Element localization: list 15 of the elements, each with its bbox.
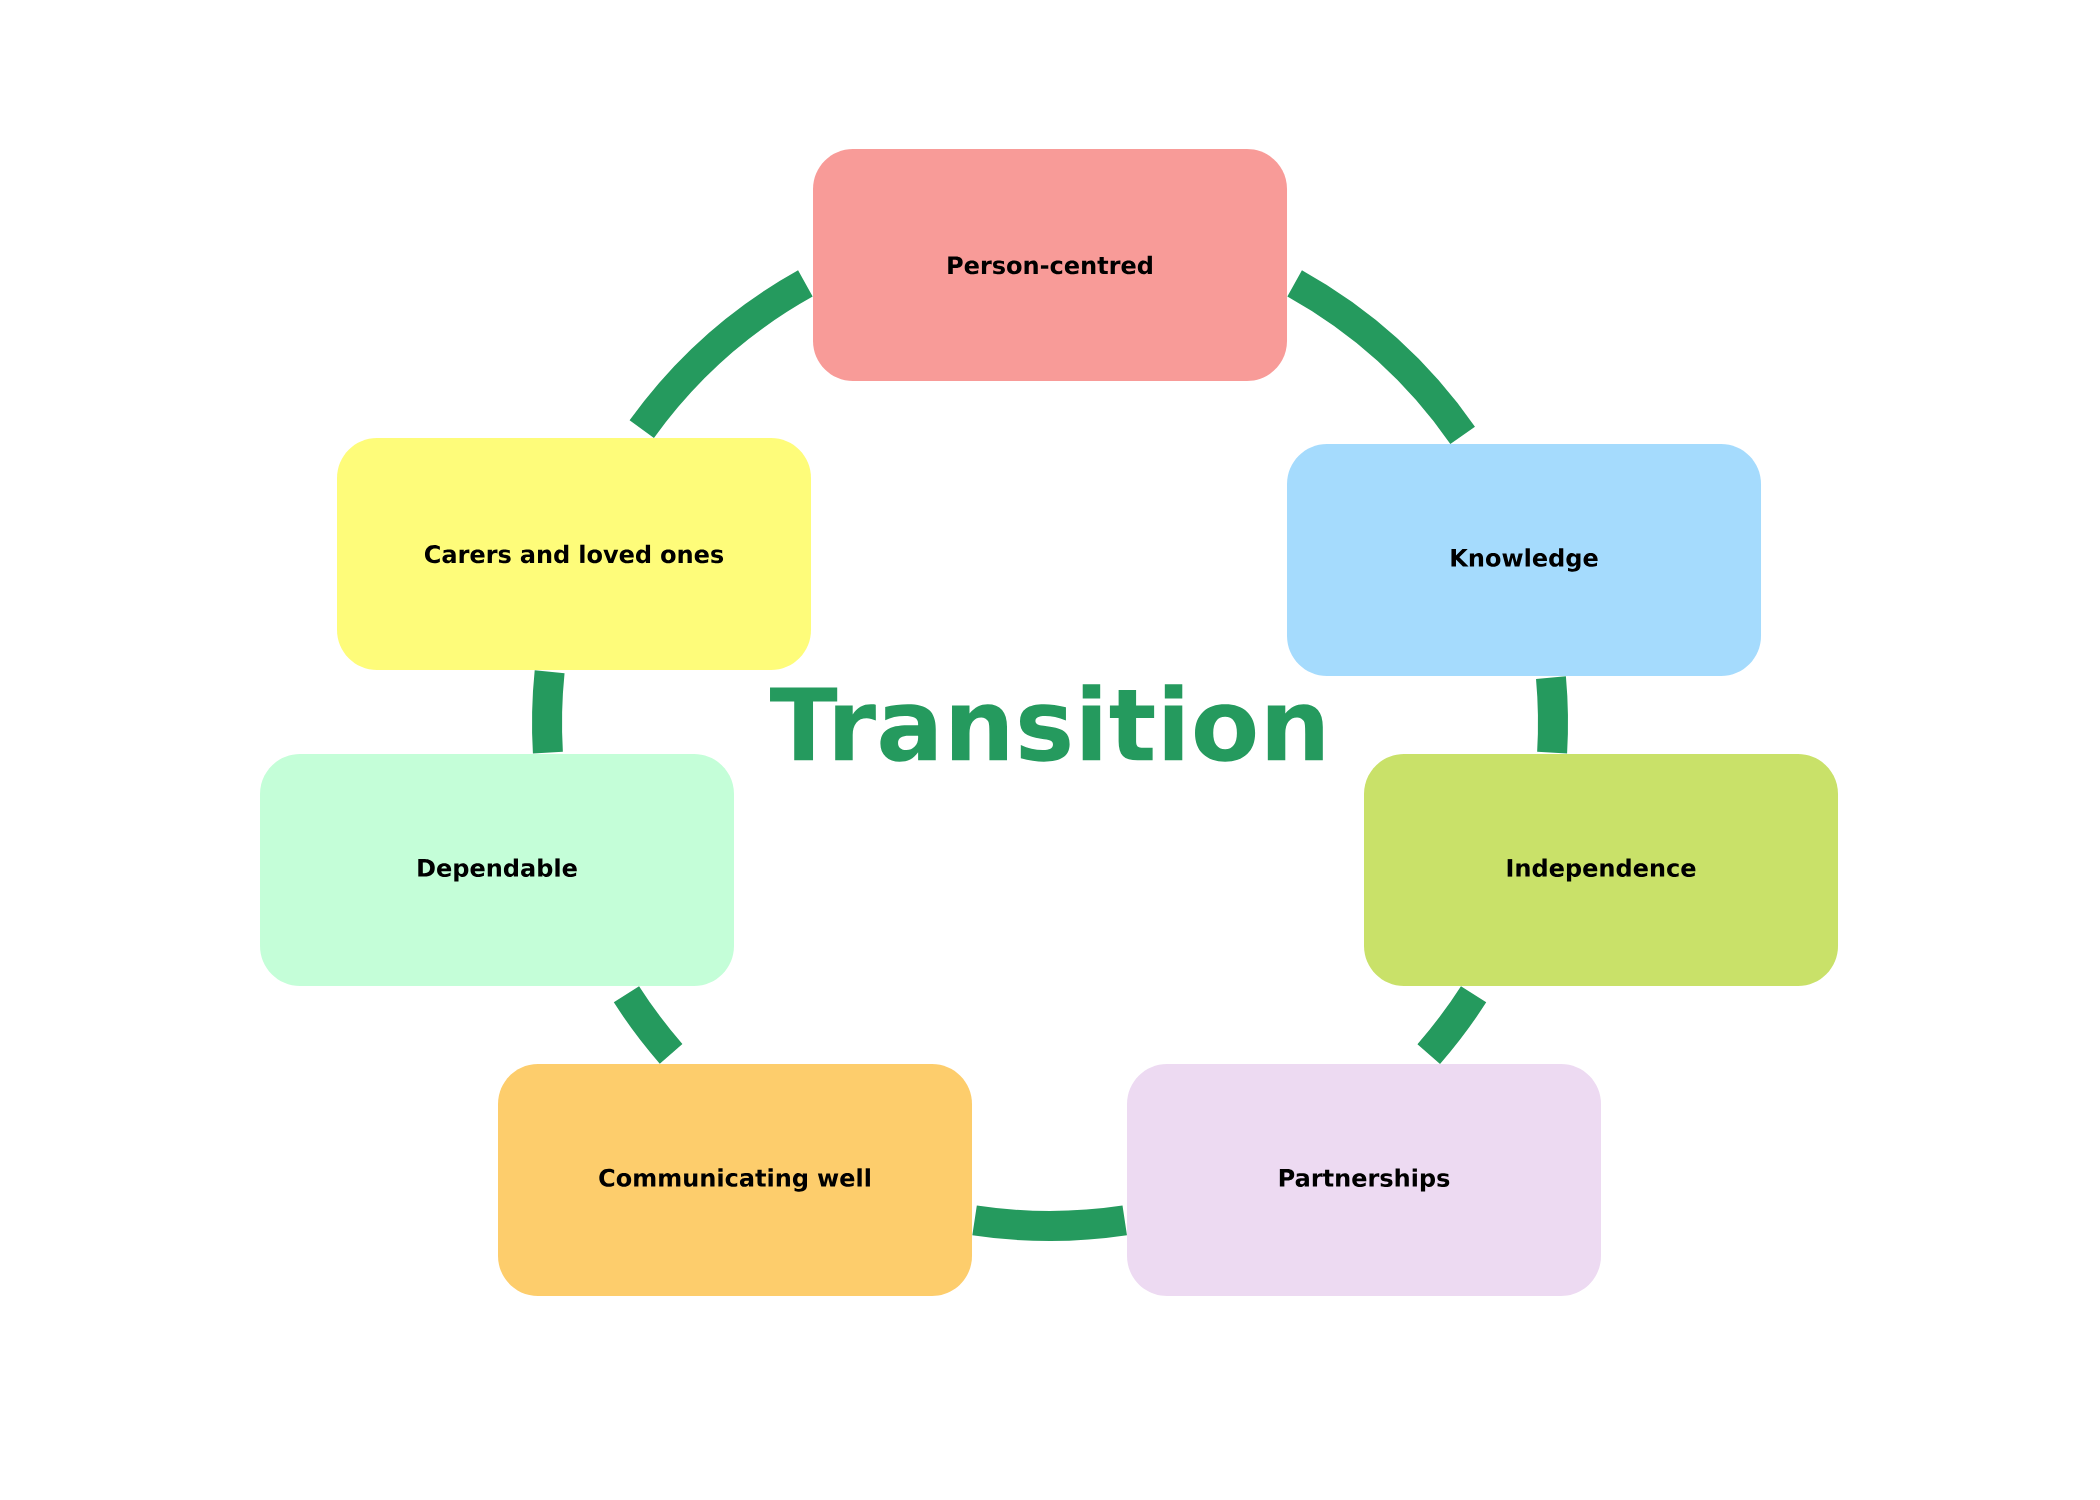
rounded-box: Carers and loved ones [337, 438, 811, 670]
rounded-box: Partnerships [1127, 1064, 1601, 1296]
ring-arc [1287, 270, 1475, 445]
ring-arc [1536, 676, 1568, 754]
rounded-box: Dependable [260, 754, 734, 986]
rounded-box: Person-centred [813, 149, 1287, 381]
ring-arc [1417, 986, 1487, 1064]
rounded-box: Communicating well [498, 1064, 972, 1296]
ring-arc [629, 270, 813, 439]
rounded-box: Independence [1364, 754, 1838, 986]
title: Transition [770, 684, 1323, 762]
ring-arc [532, 670, 565, 754]
ring-arc [613, 986, 683, 1064]
rounded-box: Knowledge [1287, 444, 1761, 676]
ring-arc [972, 1205, 1127, 1241]
